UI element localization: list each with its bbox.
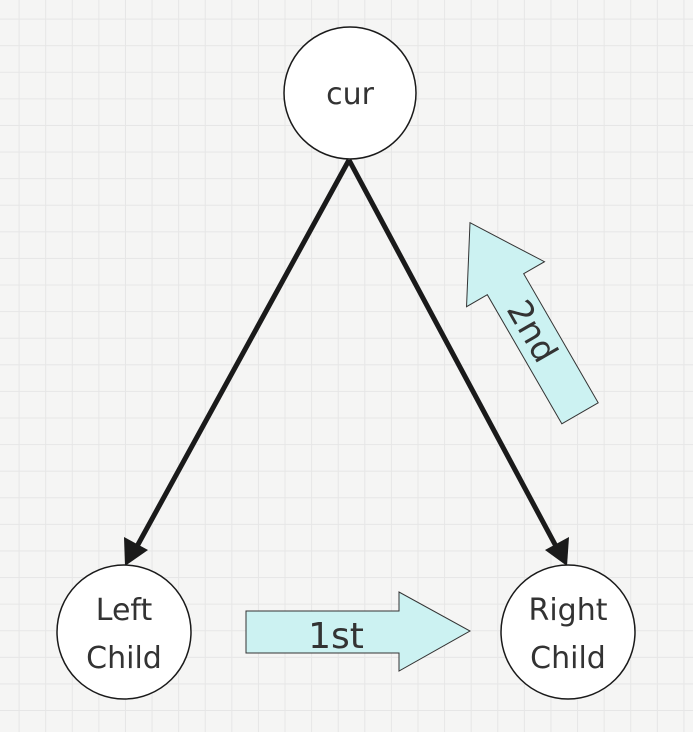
edge-arrowhead-left [124, 537, 148, 566]
callout-arrow-first-label: 1st [308, 616, 364, 657]
node-left-child-label-line2: Child [86, 641, 162, 676]
edge-cur-to-right [346, 158, 569, 566]
edge-arrowhead-right [545, 537, 569, 566]
node-cur[interactable]: cur [283, 26, 417, 160]
node-right-child-label-line2: Child [530, 641, 606, 676]
node-left-child-label-line1: Left [96, 593, 153, 628]
callout-arrow-first: 1st [245, 591, 472, 672]
node-right-child-label-line1: Right [529, 593, 608, 628]
node-cur-label: cur [326, 77, 375, 112]
node-right-child[interactable]: Right Child [500, 564, 636, 700]
edge-cur-to-left [124, 158, 352, 566]
callout-arrow-second: 2nd [465, 221, 599, 425]
node-left-child[interactable]: Left Child [56, 564, 192, 700]
